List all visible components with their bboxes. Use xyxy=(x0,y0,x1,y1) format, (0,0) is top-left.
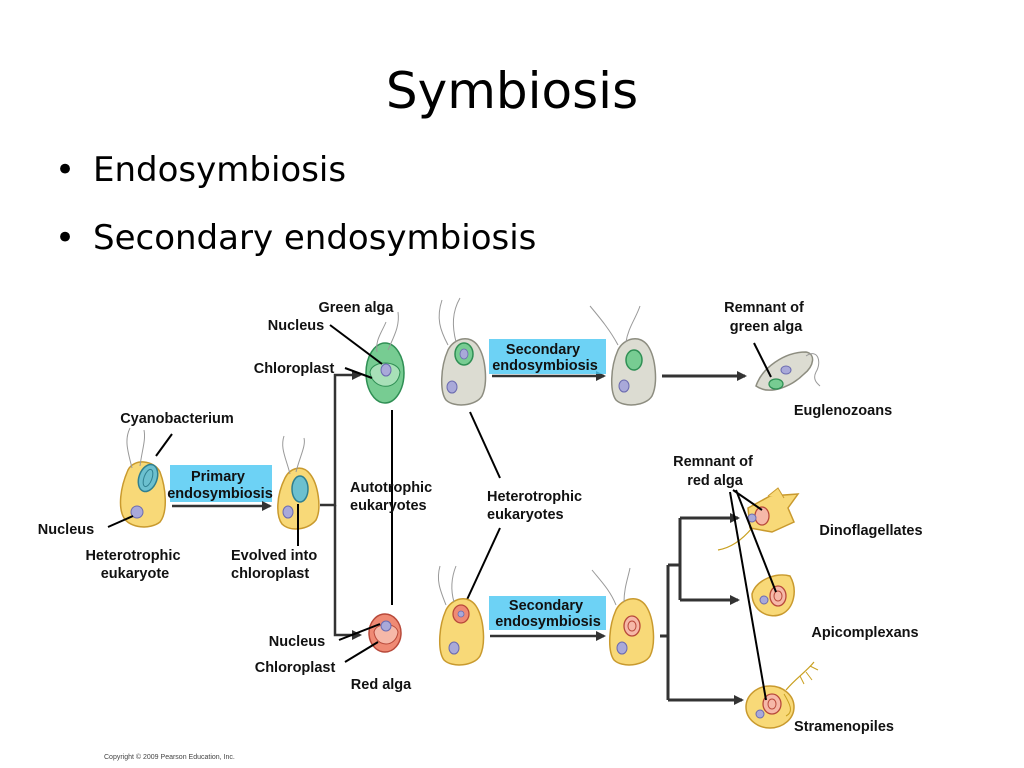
chloroplast-pointer-red xyxy=(344,641,379,663)
secondary-endosymbiosis-box-bottom xyxy=(489,596,606,630)
chloroplast-label-green: Chloroplast xyxy=(254,361,335,377)
chloroplast-pointer-green xyxy=(344,367,373,379)
remnant-green-alga-label: Remnant of green alga xyxy=(724,300,808,335)
evolved-into-chloroplast-label: Evolved into chloroplast xyxy=(231,548,321,582)
remnant-red-alga-label: Remnant of red alga xyxy=(673,454,757,489)
heterotrophic-pointer-top xyxy=(469,411,501,479)
nucleus-shape xyxy=(747,513,757,523)
branch-arrow-green xyxy=(320,370,362,507)
nucleus-pointer-left xyxy=(107,515,134,528)
branch-arrow-red xyxy=(333,505,362,640)
heterotrophic-eukaryotes-label: Heterotrophic eukaryotes xyxy=(487,489,586,523)
bullet-list: • Endosymbiosis • Secondary endosymbiosis xyxy=(55,148,536,284)
cyanobacterium-shape xyxy=(137,463,159,493)
secondary-endosymbiosis-label-bottom: Secondary endosymbiosis xyxy=(495,598,601,630)
apicomplexan-cell xyxy=(751,574,795,617)
remnant-green-pointer xyxy=(753,342,772,378)
chloroplast-shape xyxy=(291,475,309,503)
nucleus-shape xyxy=(616,641,628,655)
red-alga-label: Red alga xyxy=(351,677,412,693)
slide-title: Symbiosis xyxy=(385,62,639,120)
remnant-red-pointer-strameno xyxy=(729,491,767,701)
nucleus-pointer-green xyxy=(329,324,383,365)
bullet-text: Secondary endosymbiosis xyxy=(93,218,537,258)
euglenozoan-cell xyxy=(755,351,821,391)
nucleus-label-left: Nucleus xyxy=(38,522,94,538)
bullet-marker: • xyxy=(55,218,76,258)
nucleus-label-green: Nucleus xyxy=(268,318,324,334)
nucleus-shape xyxy=(130,505,144,519)
nucleus-shape xyxy=(380,363,392,377)
heterotrophic-pointer-bottom xyxy=(464,527,501,605)
dinoflagellate-cell xyxy=(717,487,800,551)
apicomplexans-label: Apicomplexans xyxy=(811,625,918,641)
primary-endosymbiosis-label: Primary endosymbiosis xyxy=(167,469,273,502)
secondary-host-red-cell xyxy=(437,565,485,666)
nucleus-label-red: Nucleus xyxy=(269,634,325,650)
red-alga-cell xyxy=(368,613,402,653)
secondary-endosymbiosis-label-top: Secondary endosymbiosis xyxy=(492,342,598,374)
bullet-marker: • xyxy=(55,150,76,190)
bullet-item-endosymbiosis: • Endosymbiosis xyxy=(55,148,536,216)
bullet-text: Endosymbiosis xyxy=(93,150,347,190)
nucleus-shape xyxy=(618,379,630,393)
nucleus-shape xyxy=(380,620,392,632)
heterotrophic-eukaryote-label: Heterotrophic eukaryote xyxy=(85,548,184,582)
stramenopile-cell xyxy=(745,661,819,729)
copyright-notice: Copyright © 2009 Pearson Education, Inc. xyxy=(104,754,235,761)
nucleus-shape xyxy=(282,505,294,519)
cyanobacterium-pointer xyxy=(155,433,173,457)
cyanobacterium-label: Cyanobacterium xyxy=(120,411,234,427)
nucleus-shape xyxy=(755,709,765,719)
secondary-host-green-cell xyxy=(438,297,487,406)
nucleus-shape xyxy=(448,641,460,655)
chloroplast-label-red: Chloroplast xyxy=(255,660,336,676)
nucleus-shape xyxy=(780,365,792,375)
bullet-item-secondary-endosymbiosis: • Secondary endosymbiosis xyxy=(55,216,536,284)
dinoflagellates-label: Dinoflagellates xyxy=(819,523,922,539)
remnant-red-pointer-apico xyxy=(735,489,777,593)
nucleus-pointer-red xyxy=(338,623,381,641)
cell-with-chloroplast xyxy=(277,435,320,530)
euglenozoans-label: Euglenozoans xyxy=(794,403,892,419)
primary-endosymbiosis-box xyxy=(170,465,272,502)
green-alga-label: Green alga xyxy=(319,300,395,316)
nucleus-shape xyxy=(446,380,458,394)
secondary-endosymbiosis-box-top xyxy=(489,339,606,374)
autotrophic-eukaryotes-label: Autotrophic eukaryotes xyxy=(350,480,436,514)
secondary-result-green-cell xyxy=(589,305,657,406)
stramenopiles-label: Stramenopiles xyxy=(794,719,894,735)
secondary-result-red-cell xyxy=(591,567,655,666)
nucleus-shape xyxy=(759,595,769,605)
